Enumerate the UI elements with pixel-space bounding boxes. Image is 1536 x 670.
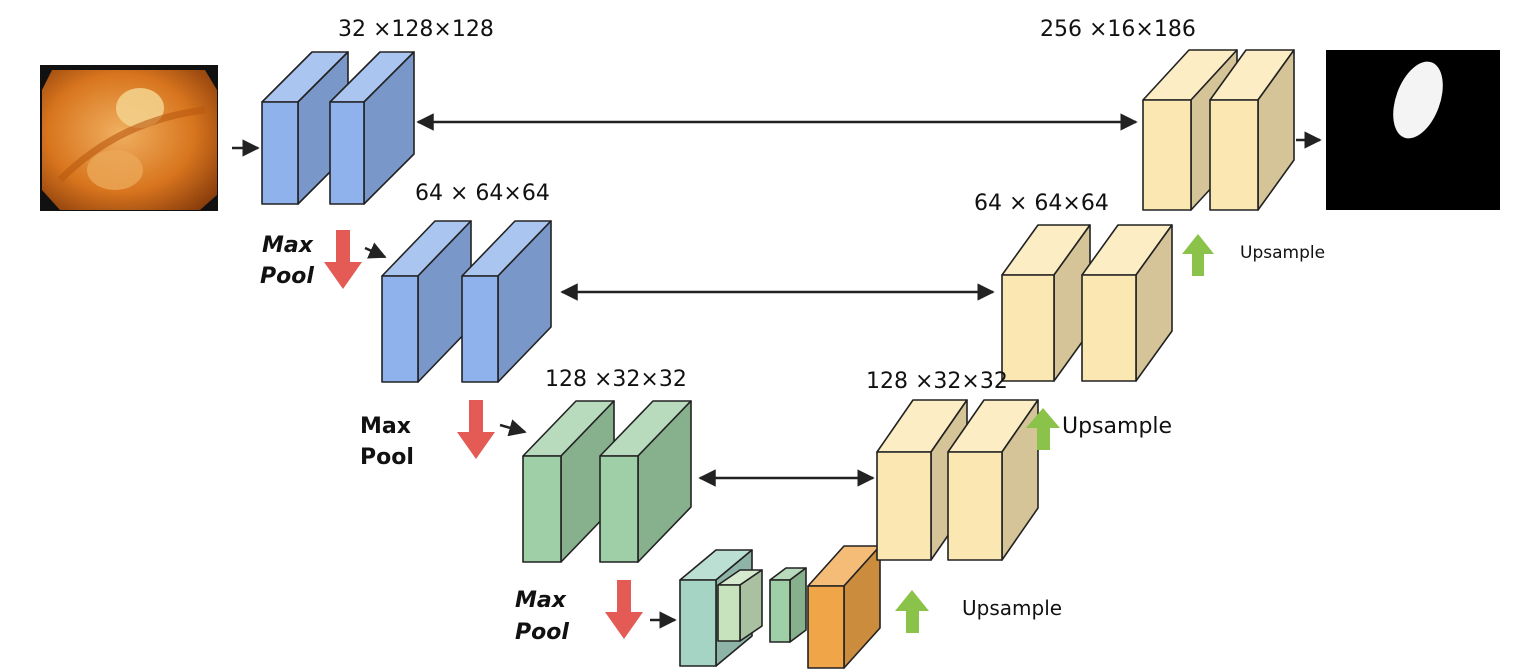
dec3-block-b	[947, 399, 1039, 561]
input-image	[40, 65, 218, 211]
bottleneck-block-d	[807, 545, 881, 669]
bottleneck-block-c	[769, 567, 807, 643]
skip-connections	[416, 113, 1138, 487]
maxpool-arrow-3	[605, 580, 643, 639]
dec2-dims-label: 64 × 64×64	[974, 191, 1109, 216]
pool-arrow-1	[364, 242, 387, 259]
upsample-arrow-1	[1182, 234, 1214, 276]
dec1-dims-label: 256 ×16×186	[1040, 17, 1196, 42]
maxpool-3-label-bottom: Pool	[515, 620, 569, 645]
maxpool-arrow-2	[457, 400, 495, 459]
enc2-block-a	[381, 220, 472, 383]
maxpool-arrow-1	[324, 230, 362, 289]
bottleneck-block-b	[717, 569, 763, 642]
dec3-dims-label: 128 ×32×32	[866, 369, 1008, 394]
enc2-dims-label: 64 × 64×64	[415, 181, 550, 206]
flow-arrows	[232, 131, 1322, 629]
maxpool-1-label-bottom: Pool	[260, 264, 314, 289]
enc3-block-b	[599, 400, 692, 563]
dec2-block-b	[1081, 224, 1173, 382]
upsample-arrows	[895, 234, 1214, 633]
enc2-block-b	[461, 220, 552, 383]
enc1-block-b	[329, 51, 415, 205]
labels: 32 ×128×128 256 ×16×186 64 × 64×64 64 × …	[260, 17, 1325, 645]
output-mask-image	[1326, 50, 1500, 210]
upsample-1-label: Upsample	[1240, 243, 1325, 263]
dec2-block-a	[1001, 224, 1091, 382]
enc1-dims-label: 32 ×128×128	[338, 17, 494, 42]
upsample-arrow-3	[895, 590, 929, 633]
dec1-block-b	[1209, 49, 1295, 211]
enc3-block-a	[522, 400, 615, 563]
upsample-3-label: Upsample	[962, 596, 1062, 620]
maxpool-1-label-top: Max	[262, 233, 314, 258]
pool-arrow-2	[499, 419, 527, 437]
maxpool-arrows	[324, 230, 643, 639]
maxpool-3-label-top: Max	[515, 588, 567, 613]
maxpool-2-label-top: Max	[360, 414, 411, 439]
maxpool-2-label-bottom: Pool	[360, 445, 414, 470]
upsample-arrow-2	[1026, 408, 1060, 450]
upsample-2-label: Upsample	[1062, 414, 1172, 439]
enc3-dims-label: 128 ×32×32	[545, 367, 687, 392]
